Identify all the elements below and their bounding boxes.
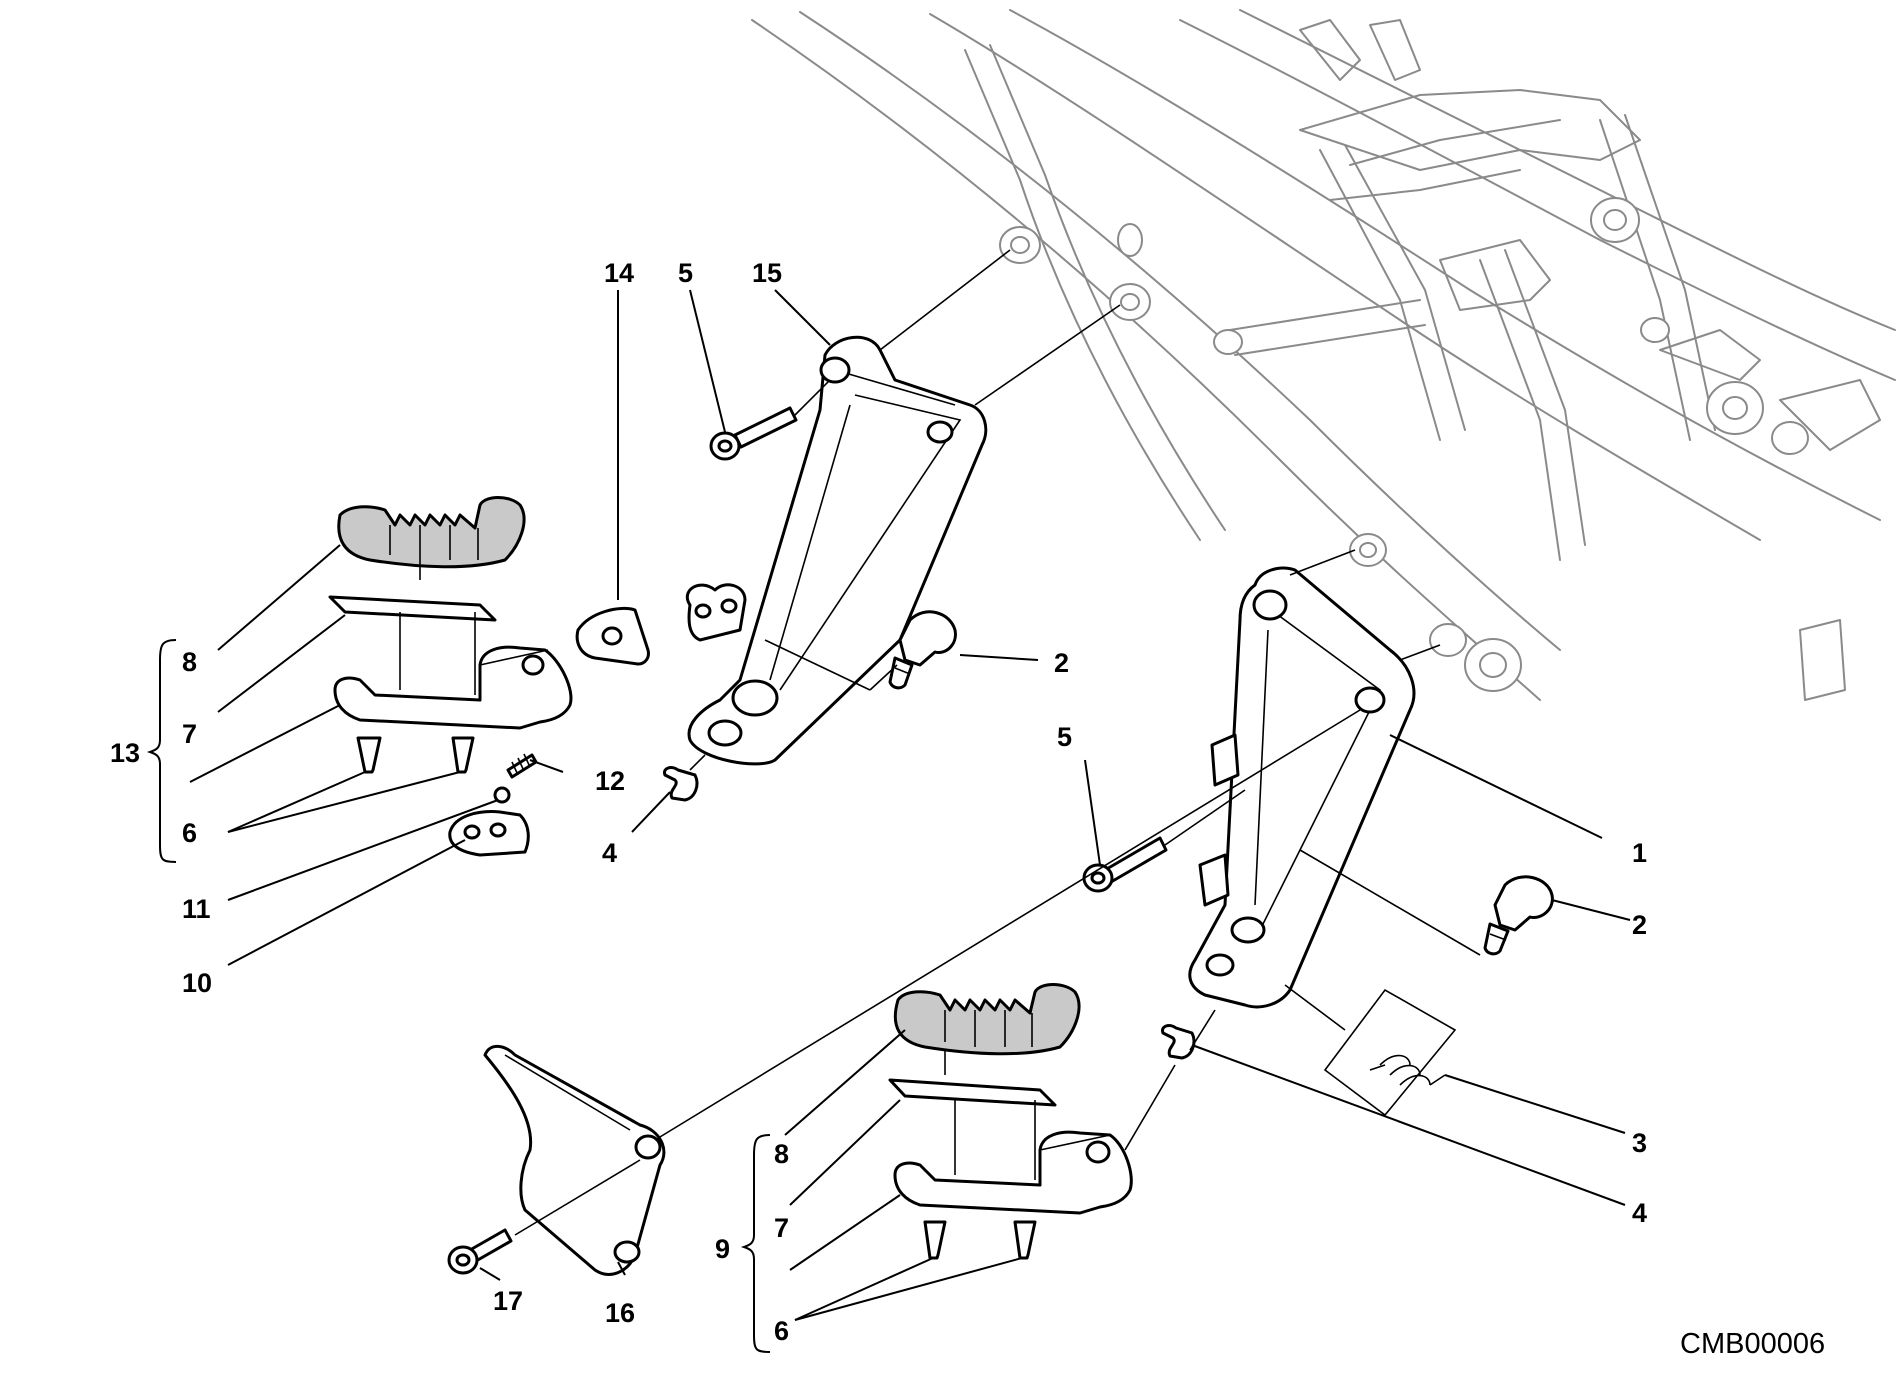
footpeg-body-9-lower: [893, 1130, 1133, 1215]
bolt-5-upper: [709, 406, 798, 461]
screws-6-lower: [923, 1220, 1037, 1260]
callout-17: 17: [493, 1286, 523, 1316]
callout-6-lower: 6: [774, 1316, 789, 1346]
spring-12: [506, 753, 538, 779]
clip-4-upper: [662, 766, 699, 802]
callout-12: 12: [595, 766, 625, 796]
callout-14: 14: [604, 258, 634, 288]
callout-11: 11: [182, 894, 211, 924]
plate-10: [448, 810, 530, 857]
callout-5-upper: 5: [678, 258, 693, 288]
callout-10: 10: [182, 968, 212, 998]
footpeg-bracket-1: [1188, 566, 1416, 1009]
callout-4-upper: 4: [602, 838, 617, 868]
bolt-17: [447, 1228, 513, 1275]
callout-2-upper: 2: [1054, 648, 1069, 678]
brace-9: [740, 1134, 771, 1353]
callout-3: 3: [1632, 1128, 1647, 1158]
callout-2-lower: 2: [1632, 910, 1647, 940]
plate-7-lower: [888, 1078, 1057, 1107]
footpeg-body-13-left: [333, 645, 573, 730]
leader-lines: [189, 289, 1631, 1321]
callout-8-left: 8: [182, 647, 197, 677]
brace-13: [146, 639, 177, 863]
motorcycle-frame: [751, 9, 1896, 701]
screws-6-left: [356, 736, 475, 774]
explosion-lines: [399, 249, 1481, 1236]
rubber-pad-8-lower: [893, 983, 1081, 1056]
callout-1: 1: [1632, 838, 1647, 868]
pin-2-lower: [1483, 875, 1554, 956]
callout-labels: 1 2 2 3 4 4 5 5 6 6 7 7 8 8 9 10 11 12 1…: [110, 258, 1647, 1346]
callout-13: 13: [110, 738, 140, 768]
spring-3: [1323, 988, 1457, 1117]
callout-9: 9: [715, 1234, 730, 1264]
callout-15: 15: [752, 258, 782, 288]
callout-8-lower: 8: [774, 1139, 789, 1169]
callout-7-left: 7: [182, 719, 197, 749]
callout-6-left: 6: [182, 818, 197, 848]
footpeg-bracket-15: [686, 335, 988, 766]
clip-4-lower: [1160, 1024, 1196, 1060]
heel-guard-16: [483, 1044, 666, 1276]
callout-5-lower: 5: [1057, 722, 1072, 752]
bolt-5-lower: [1082, 836, 1168, 893]
drawing-code: CMB00006: [1680, 1328, 1825, 1360]
plate-7-left: [328, 595, 497, 622]
ball-11: [493, 786, 511, 804]
callout-16: 16: [605, 1298, 635, 1328]
rubber-pad-8-left: [337, 496, 526, 569]
callout-4-lower: 4: [1632, 1198, 1647, 1228]
plate-14-hole: [601, 626, 623, 646]
callout-7-lower: 7: [774, 1213, 789, 1243]
